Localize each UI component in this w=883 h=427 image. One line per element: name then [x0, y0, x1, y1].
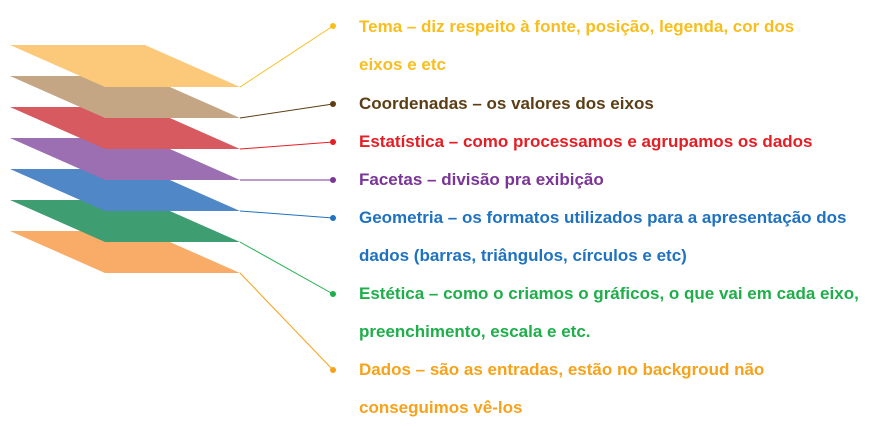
label-facetas: Facetas – divisão pra exibição	[359, 170, 604, 189]
layer-plane-dados	[10, 231, 240, 273]
connector-dot-geometria	[330, 215, 336, 221]
label-tema: Tema – diz respeito à fonte, posição, le…	[359, 17, 795, 74]
connector-line-dados	[239, 272, 334, 371]
connector-dot-estatistica	[330, 139, 336, 145]
connector-dot-tema	[330, 23, 336, 29]
label-geometria: Geometria – os formatos utilizados para …	[359, 208, 847, 265]
label-coordenadas: Coordenadas – os valores dos eixos	[359, 94, 654, 113]
layer-plane-facetas	[10, 138, 240, 180]
layer-plane-geometria	[10, 169, 240, 211]
connector-line-estetica	[239, 241, 334, 295]
connector-dot-facetas	[330, 177, 336, 183]
connector-line-estatistica	[239, 141, 334, 150]
layer-plane-estetica	[10, 200, 240, 242]
connector-dot-estetica	[330, 291, 336, 297]
connector-line-coordenadas	[239, 103, 334, 119]
connector-dot-coordenadas	[330, 101, 336, 107]
layer-plane-coordenadas	[10, 76, 240, 118]
connector-dot-dados	[330, 367, 336, 373]
layer-plane-tema	[10, 45, 240, 87]
label-dados: Dados – são as entradas, estão no backgr…	[359, 360, 765, 417]
label-estatistica: Estatística – como processamos e agrupam…	[359, 132, 813, 151]
layer-plane-estatistica	[10, 107, 240, 149]
connector-line-geometria	[239, 210, 334, 219]
label-estetica: Estética – como o criamos o gráficos, o …	[359, 284, 859, 341]
connector-line-tema	[239, 25, 334, 88]
